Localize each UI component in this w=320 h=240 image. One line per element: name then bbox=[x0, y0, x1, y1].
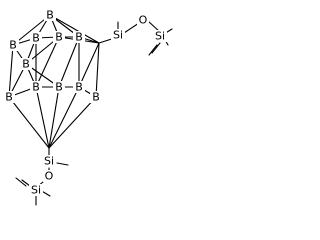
atom-labels: B B B B B B B B B B B Si O Si Si O Si bbox=[3, 9, 167, 197]
atom-b-right: B bbox=[92, 91, 100, 104]
atom-b-center-3: B bbox=[75, 81, 83, 94]
atom-b-upper-left: B bbox=[9, 39, 17, 52]
atom-si-upper: Si bbox=[113, 29, 123, 42]
atom-si-lower-terminal: Si bbox=[31, 184, 41, 197]
atom-b-upper-1: B bbox=[32, 32, 40, 45]
atom-o-lower: O bbox=[45, 170, 54, 183]
atom-b-center-1: B bbox=[32, 81, 40, 94]
atom-b-center-2: B bbox=[55, 81, 63, 94]
atom-o-upper: O bbox=[139, 14, 148, 27]
atom-b-top: B bbox=[46, 9, 54, 22]
atom-b-left-1: B bbox=[22, 58, 30, 71]
substituent-bonds bbox=[15, 20, 173, 206]
atom-si-upper-terminal: Si bbox=[155, 30, 165, 43]
atom-b-left-2: B bbox=[5, 91, 13, 104]
atom-b-upper-3: B bbox=[75, 31, 83, 44]
atom-b-upper-2: B bbox=[55, 31, 63, 44]
atom-si-lower: Si bbox=[44, 155, 54, 168]
structure-drawing: B B B B B B B B B B B Si O Si Si O Si bbox=[3, 9, 173, 206]
molecule-diagram: B B B B B B B B B B B Si O Si Si O Si bbox=[0, 0, 176, 206]
